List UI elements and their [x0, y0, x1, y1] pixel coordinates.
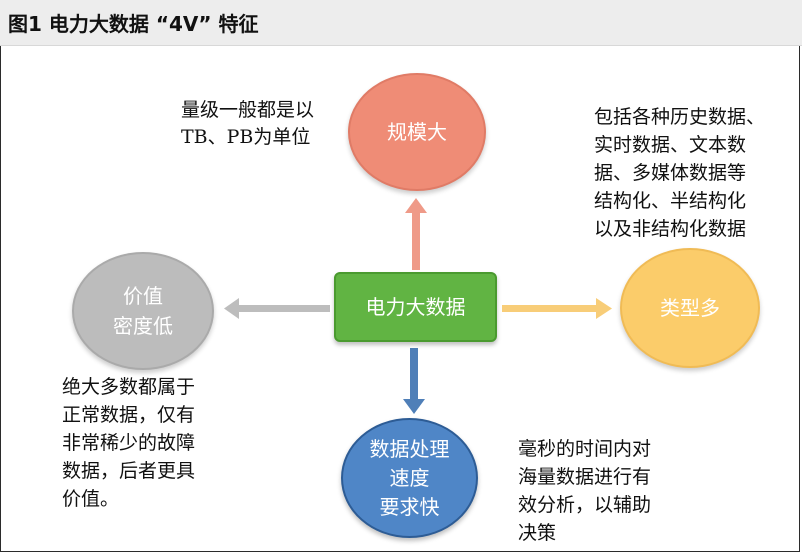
- arrow-up: [405, 198, 427, 270]
- node-velocity: 数据处理 速度 要求快: [341, 418, 478, 538]
- description-line: 正常数据，仅有: [62, 404, 196, 426]
- description-line: 实时数据、文本数: [594, 134, 747, 156]
- description-line: 海量数据进行有: [518, 466, 652, 488]
- description-line: 决策: [518, 522, 557, 544]
- diagram-frame: [0, 46, 800, 552]
- arrow-left: [224, 298, 330, 319]
- node-velocity-label-line-3: 要求快: [379, 494, 440, 519]
- description-line: TB、PB为单位: [181, 126, 311, 148]
- figure-title-bar: 图1 电力大数据 “4V” 特征: [0, 0, 802, 46]
- node-variety-label: 类型多: [660, 296, 720, 320]
- node-scale-label: 规模大: [387, 120, 447, 144]
- arrow-right: [502, 298, 612, 319]
- node-value-label-line-1: 价值: [123, 284, 163, 308]
- description-line: 价值。: [62, 488, 120, 510]
- figure-title: 图1 电力大数据 “4V” 特征: [8, 12, 259, 36]
- description-variety: 包括各种历史数据、 实时数据、文本数 据、多媒体数据等 结构化、半结构化 以及非…: [594, 103, 765, 243]
- description-line: 包括各种历史数据、: [594, 106, 766, 128]
- node-value-density: 价值 密度低: [72, 252, 214, 370]
- center-node-power-big-data: 电力大数据: [334, 272, 497, 342]
- description-line: 非常稀少的故障: [62, 432, 196, 454]
- node-velocity-label-line-1: 数据处理: [369, 436, 450, 461]
- center-node-label: 电力大数据: [365, 295, 466, 319]
- description-scale: 量级一般都是以 TB、PB为单位: [181, 97, 314, 151]
- description-value: 绝大多数都属于 正常数据，仅有 非常稀少的故障 数据，后者更具 价值。: [62, 373, 195, 513]
- description-line: 量级一般都是以: [181, 99, 315, 121]
- description-line: 结构化、半结构化: [594, 190, 747, 212]
- description-line: 据、多媒体数据等: [594, 162, 747, 184]
- description-line: 以及非结构化数据: [594, 218, 747, 240]
- node-velocity-label-line-2: 速度: [389, 465, 430, 490]
- description-velocity: 毫秒的时间内对 海量数据进行有 效分析，以辅助 决策: [518, 435, 651, 547]
- node-variety: 类型多: [620, 248, 760, 368]
- description-line: 毫秒的时间内对: [518, 438, 652, 460]
- description-line: 效分析，以辅助: [518, 494, 652, 516]
- description-line: 数据，后者更具: [62, 460, 196, 482]
- node-scale: 规模大: [348, 73, 486, 191]
- description-line: 绝大多数都属于: [62, 376, 196, 398]
- arrow-down: [403, 348, 425, 414]
- node-value-label-line-2: 密度低: [113, 314, 173, 338]
